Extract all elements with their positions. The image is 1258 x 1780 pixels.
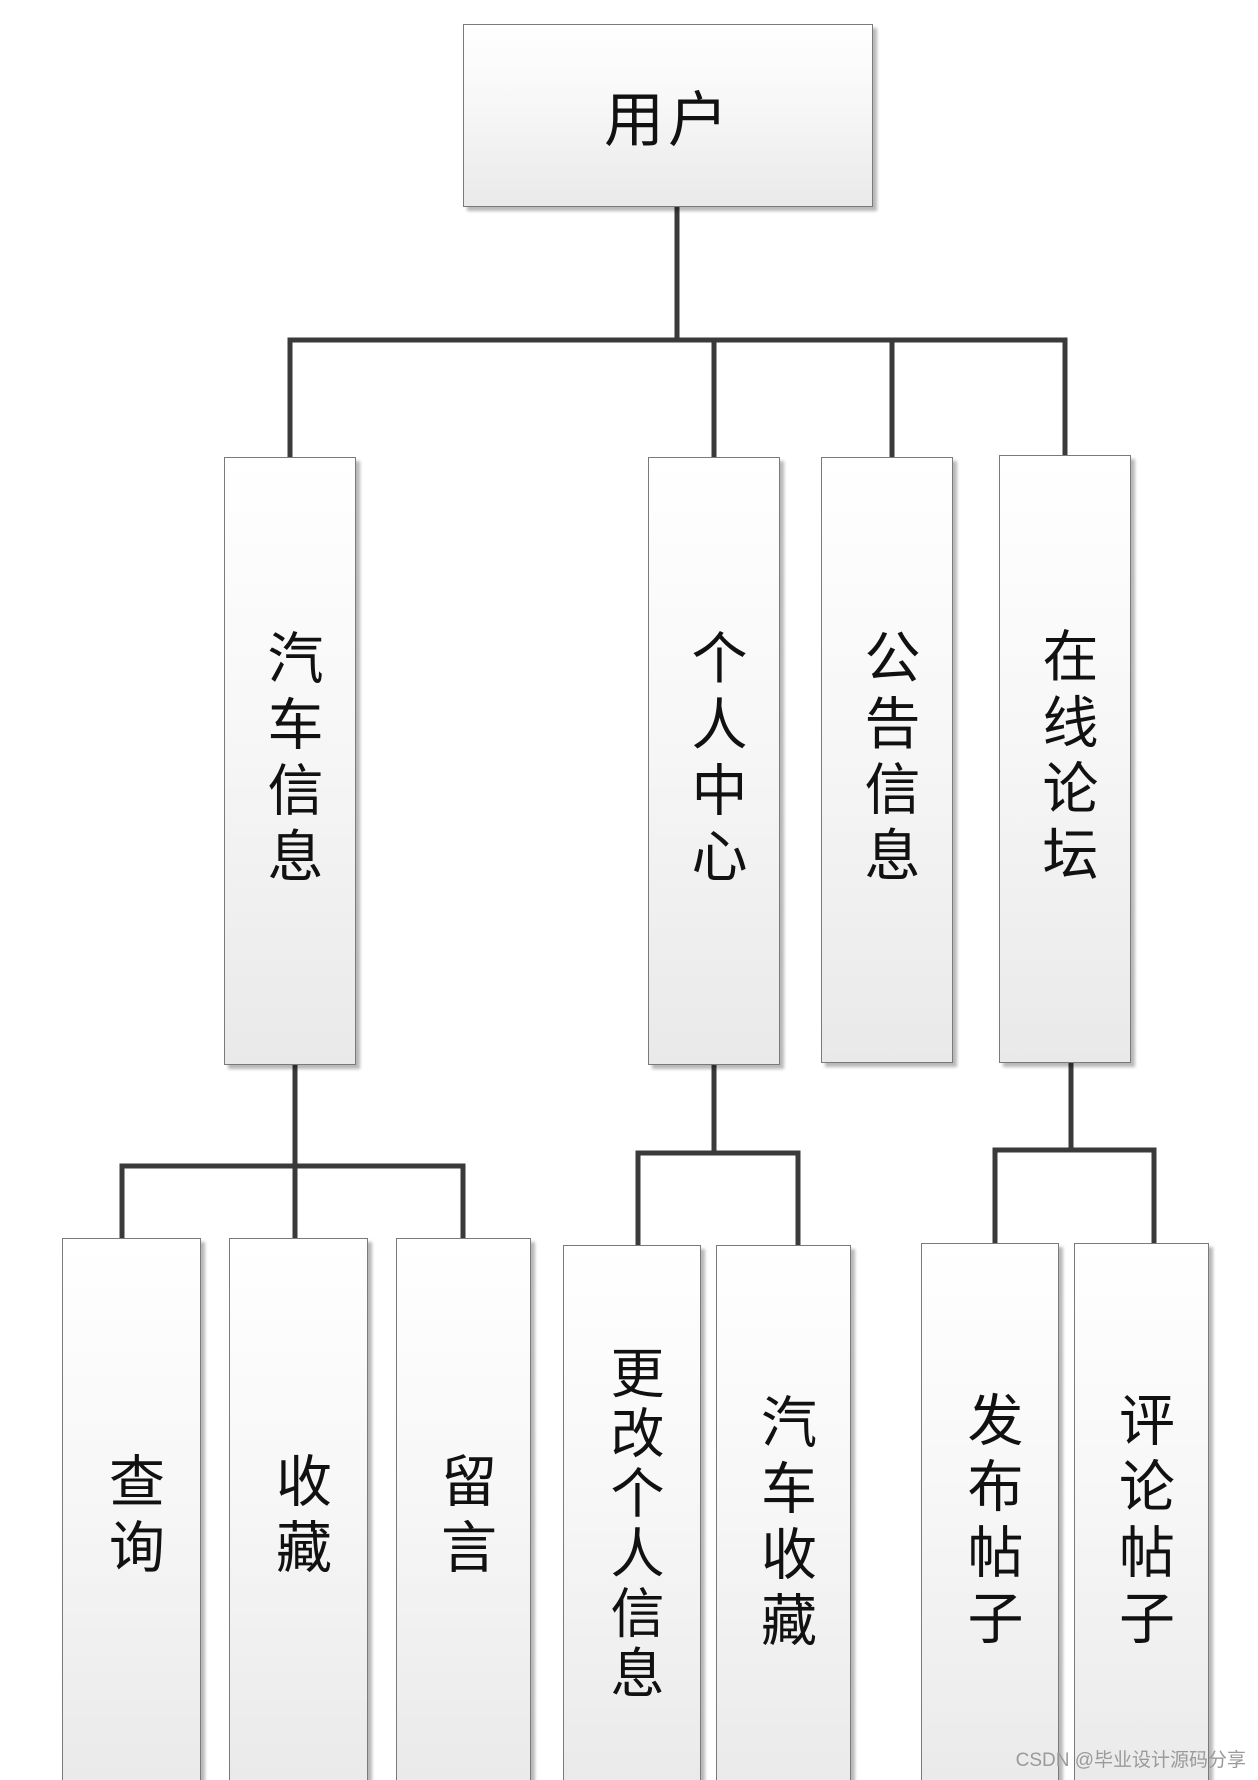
- node-label: 查询: [99, 1452, 165, 1584]
- node-label: 汽车收藏: [751, 1393, 817, 1657]
- node-car-favorites: 汽车收藏: [716, 1245, 851, 1780]
- node-online-forum: 在线论坛: [999, 455, 1131, 1063]
- node-root-user: 用户: [463, 24, 873, 207]
- watermark: CSDN @毕业设计源码分享: [1015, 1750, 1246, 1771]
- node-label: 更改个人信息: [601, 1345, 664, 1705]
- node-label: 汽车信息: [258, 629, 323, 893]
- node-label: 留言: [431, 1452, 497, 1584]
- node-edit-personal-info: 更改个人信息: [563, 1245, 701, 1780]
- node-announcement-info: 公告信息: [821, 457, 953, 1063]
- node-label: 发布帖子: [958, 1391, 1023, 1655]
- node-label: 用户: [604, 86, 732, 156]
- node-car-info: 汽车信息: [224, 457, 356, 1065]
- node-leave-message: 留言: [396, 1238, 531, 1780]
- node-query: 查询: [62, 1238, 201, 1780]
- node-publish-post: 发布帖子: [921, 1243, 1059, 1780]
- node-label: 在线论坛: [1033, 627, 1098, 891]
- node-label: 收藏: [266, 1452, 332, 1584]
- node-label: 评论帖子: [1109, 1391, 1175, 1655]
- node-comment-post: 评论帖子: [1074, 1243, 1209, 1780]
- node-favorite: 收藏: [229, 1238, 368, 1780]
- node-label: 公告信息: [855, 628, 920, 892]
- node-label: 个人中心: [682, 629, 747, 893]
- node-personal-center: 个人中心: [648, 457, 780, 1065]
